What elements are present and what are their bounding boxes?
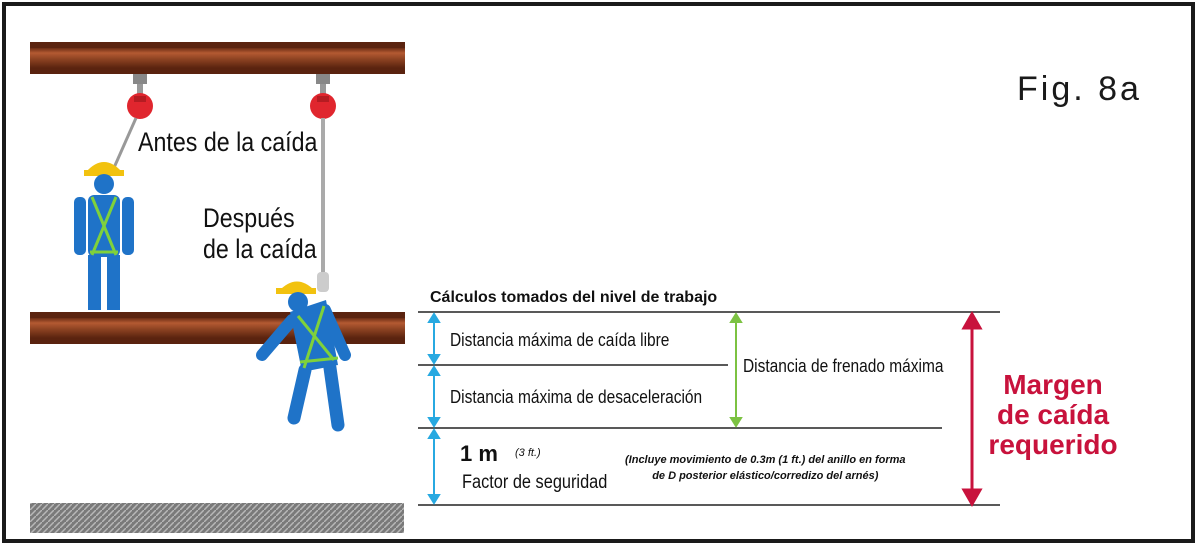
clearance-line2: de caída bbox=[996, 399, 1110, 430]
free-fall-arrow bbox=[427, 312, 441, 365]
safety-note-line1: (Incluye movimiento de 0.3m (1 ft.) del … bbox=[625, 454, 906, 466]
safety-note-line2: de D posterior elástico/corredizo del ar… bbox=[652, 470, 879, 482]
safety-factor-label: Factor de seguridad bbox=[462, 472, 608, 493]
safety-value: 1 m bbox=[460, 441, 498, 466]
safety-factor-arrow bbox=[427, 428, 441, 505]
safety-value-imperial: (3 ft.) bbox=[515, 447, 541, 459]
after-fall-label-line2: de la caída bbox=[203, 234, 317, 264]
working-level-beam bbox=[30, 312, 405, 344]
before-fall-label: Antes de la caída bbox=[138, 127, 318, 157]
anchor-before bbox=[111, 74, 153, 171]
anchor-after bbox=[310, 74, 336, 292]
max-arrest-arrow bbox=[729, 312, 743, 428]
figure-frame bbox=[2, 2, 1195, 543]
after-fall-label-line1: Después bbox=[203, 203, 295, 233]
clearance-line1: Margen bbox=[1003, 369, 1103, 400]
clearance-line3: requerido bbox=[988, 429, 1118, 460]
clearance-label: Margen de caída requerido bbox=[978, 370, 1128, 460]
top-beam bbox=[30, 42, 405, 74]
clearance-arrow bbox=[961, 310, 983, 508]
deceleration-arrow bbox=[427, 365, 441, 428]
safety-note: (Incluye movimiento de 0.3m (1 ft.) del … bbox=[625, 452, 906, 484]
worker-before-fall bbox=[74, 162, 134, 310]
measurement-lines bbox=[418, 311, 1000, 506]
figure-label: Fig. 8a bbox=[1017, 70, 1142, 108]
ground-surface bbox=[30, 503, 404, 533]
worker-after-fall bbox=[256, 281, 351, 432]
deceleration-label: Distancia máxima de desaceleración bbox=[450, 387, 703, 407]
calculations-title: Cálculos tomados del nivel de trabajo bbox=[430, 289, 718, 306]
free-fall-label: Distancia máxima de caída libre bbox=[450, 330, 670, 350]
max-arrest-label: Distancia de frenado máxima bbox=[743, 356, 944, 376]
